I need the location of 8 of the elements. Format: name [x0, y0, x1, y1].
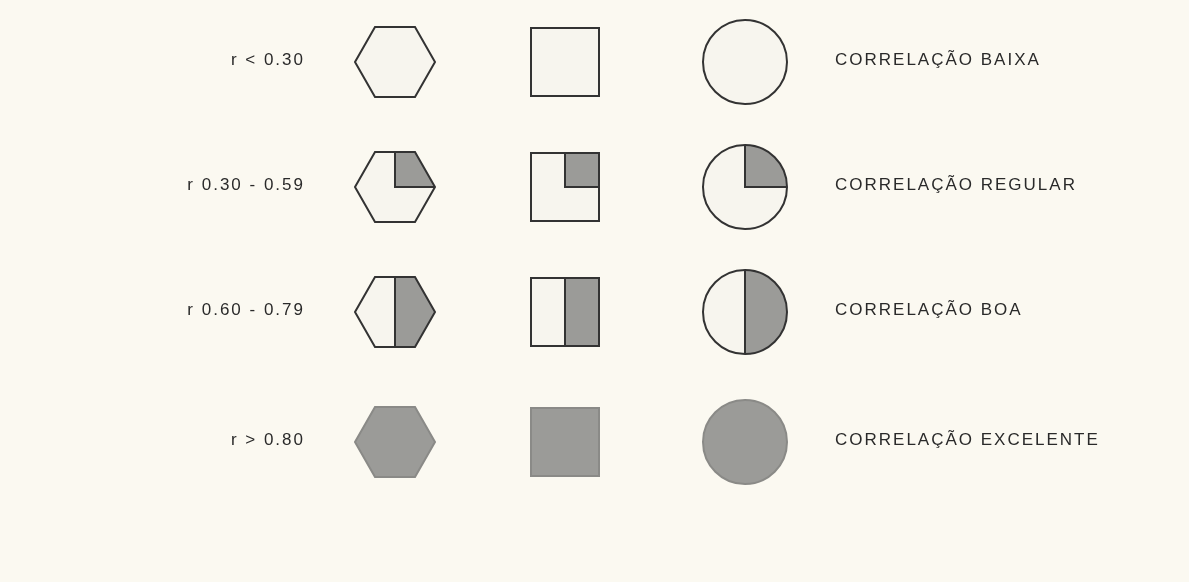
category-label: CORRELAÇÃO BOA	[835, 300, 1023, 320]
category-label: CORRELAÇÃO BAIXA	[835, 50, 1041, 70]
category-label: CORRELAÇÃO REGULAR	[835, 175, 1077, 195]
range-label: r > 0.80	[230, 430, 305, 450]
range-label: r 0.30 - 0.59	[187, 175, 305, 195]
range-label: r < 0.30	[230, 50, 305, 70]
category-label: CORRELAÇÃO EXCELENTE	[835, 430, 1100, 450]
range-label: r 0.60 - 0.79	[187, 300, 305, 320]
